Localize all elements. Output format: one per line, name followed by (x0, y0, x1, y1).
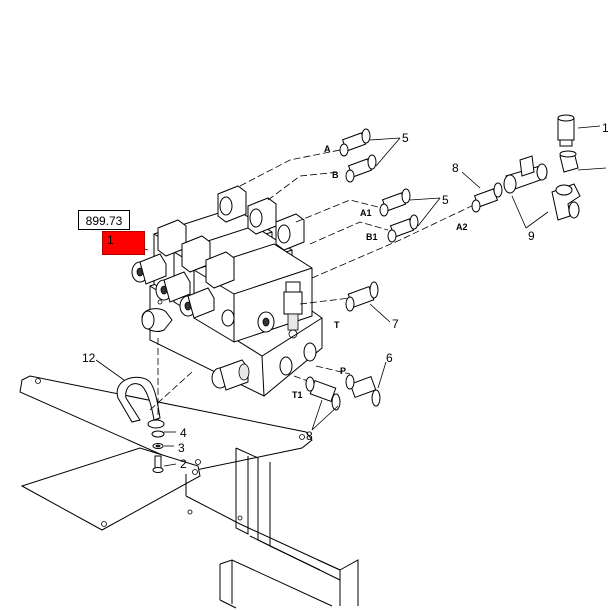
highlighted-item-hotspot[interactable]: 1 (102, 231, 145, 255)
reference-code-box[interactable]: 899.73 (78, 210, 130, 230)
mounting-plate-upper (19, 375, 313, 471)
tee-fitting-9 (503, 155, 548, 194)
callout-2: 2 (180, 457, 187, 471)
port-label-B: B (332, 170, 339, 180)
chassis-frame (185, 447, 359, 609)
screw-washer-stack (151, 430, 165, 473)
fitting-P (345, 374, 381, 407)
mounting-plate-lower (20, 447, 201, 531)
callout-9: 9 (528, 229, 535, 243)
block-plug-front (211, 359, 250, 391)
fitting-T1 (305, 376, 341, 411)
callout-1: 1 (602, 121, 609, 135)
callout-8-right: 8 (452, 161, 459, 175)
fitting-A (339, 128, 371, 157)
hose-clamp-part-12 (116, 376, 165, 429)
port-label-B1: B1 (366, 232, 378, 242)
callout-7: 7 (392, 317, 399, 331)
callout-4: 4 (180, 426, 187, 440)
port-label-A: A (324, 144, 331, 154)
block-plug-top (257, 311, 275, 333)
callout-6: 6 (386, 351, 393, 365)
callout-8-bottom: 8 (306, 429, 313, 443)
port-label-P: P (340, 366, 346, 376)
elbow-fitting-9 (551, 183, 581, 221)
explosion-leader-lines (149, 149, 481, 420)
callout-3: 3 (178, 441, 185, 455)
port-label-T1: T1 (292, 390, 303, 400)
solenoid-coils (157, 185, 305, 289)
fitting-part-1-top (557, 114, 575, 147)
relief-valve-cartridge (283, 281, 303, 339)
port-label-T: T (334, 320, 340, 330)
fitting-T (345, 281, 379, 312)
fitting-B (345, 154, 377, 183)
block-plug-left (141, 308, 173, 332)
callout-5-lower: 5 (442, 193, 449, 207)
fitting-A2 (471, 182, 503, 213)
callout-5-upper: 5 (402, 131, 409, 145)
fitting-B1 (387, 214, 419, 243)
port-label-A2: A2 (456, 222, 468, 232)
valve-face-fittings (131, 253, 235, 327)
callout-12: 12 (82, 351, 96, 365)
port-label-A1: A1 (360, 208, 372, 218)
fitting-A1 (379, 188, 411, 217)
fitting-nut-right (559, 150, 579, 173)
